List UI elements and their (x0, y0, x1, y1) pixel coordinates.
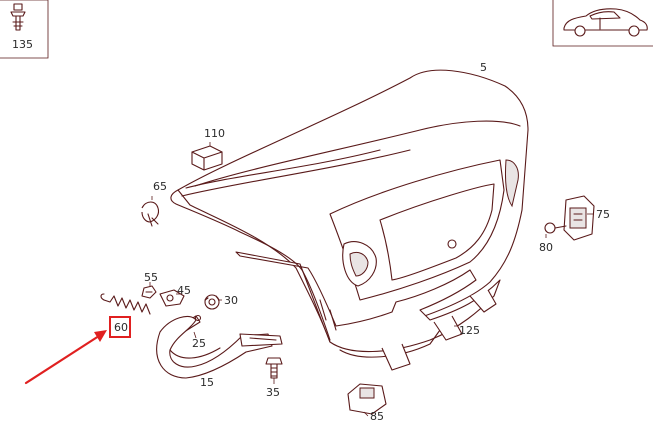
latch-85 (347, 383, 387, 415)
leader-lines (149, 142, 594, 417)
inset-frame (0, 0, 49, 59)
inset-vehicle (552, 0, 653, 47)
callout-110: 110 (204, 127, 225, 140)
seal-clip-icon (141, 201, 160, 227)
callout-65: 65 (153, 180, 167, 193)
callout-30: 30 (224, 294, 238, 307)
hinge-15 (156, 315, 283, 379)
bolt-35 (265, 357, 283, 379)
highlighted-callout-60[interactable]: 60 (109, 316, 131, 338)
callout-45: 45 (177, 284, 191, 297)
screw-80 (544, 222, 567, 234)
coupe-car-icon (563, 8, 648, 37)
callout-labels: 5 110 65 75 80 55 45 30 125 25 15 35 85 (144, 61, 610, 423)
callout-135: 135 (12, 38, 33, 51)
clip-55 (141, 285, 157, 299)
inset-fastener-135: 135 (0, 0, 49, 59)
pointer-arrow-icon (24, 330, 107, 385)
grommet-30 (204, 294, 220, 310)
callout-75: 75 (596, 208, 610, 221)
rubber-buffer-110 (191, 145, 223, 171)
callout-55: 55 (144, 271, 158, 284)
spring-60 (100, 293, 151, 315)
trunk-inner-panel (235, 251, 501, 371)
callout-60: 60 (114, 321, 128, 334)
callout-5: 5 (480, 61, 487, 74)
callout-15: 15 (200, 376, 214, 389)
callout-125: 125 (459, 324, 480, 337)
callout-85: 85 (370, 410, 384, 423)
seal-65 (141, 149, 381, 341)
callout-80: 80 (539, 241, 553, 254)
switch-75 (563, 195, 595, 241)
clip-fastener-icon (10, 3, 26, 31)
vehicle-inset-frame (552, 0, 653, 47)
callout-35: 35 (266, 386, 280, 399)
highlight-box (109, 316, 131, 338)
trunk-lid-5 (177, 69, 529, 343)
callout-25: 25 (192, 337, 206, 350)
